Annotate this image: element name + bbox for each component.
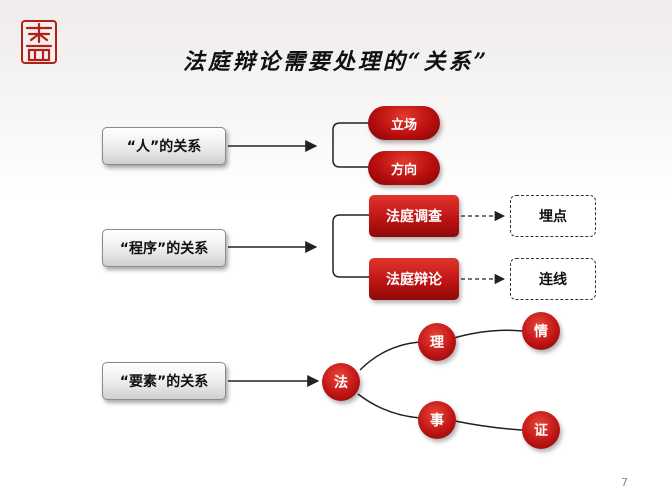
- stance-pill: 立场: [368, 106, 440, 140]
- relation-procedure-label: “程序”的关系: [119, 241, 209, 257]
- page-title: 法庭辩论需要处理的“关系”: [182, 49, 490, 75]
- buried-point-box: 埋点: [510, 195, 596, 237]
- curve-li-qing: [453, 329, 523, 339]
- curve-fa-shi: [357, 393, 421, 419]
- evidence-node: 证: [522, 411, 560, 449]
- court-debate-box: 法庭辩论: [369, 258, 459, 300]
- relation-elements-box: “要素”的关系: [102, 362, 226, 400]
- bracket-procedure: [332, 214, 369, 278]
- relation-elements-label: “要素”的关系: [119, 374, 209, 390]
- emotion-node: 情: [522, 312, 560, 350]
- fact-node: 事: [418, 401, 456, 439]
- connect-line-box: 连线: [510, 258, 596, 300]
- reason-node: 理: [418, 323, 456, 361]
- seal-logo-icon: [21, 20, 57, 64]
- court-investigation-box: 法庭调查: [369, 195, 459, 237]
- relation-people-box: “人”的关系: [102, 127, 226, 165]
- curve-shi-zheng: [454, 420, 523, 431]
- relation-people-label: “人”的关系: [126, 139, 202, 155]
- direction-pill: 方向: [368, 151, 440, 185]
- bracket-people: [332, 122, 370, 168]
- page-number: 7: [621, 476, 628, 489]
- relation-procedure-box: “程序”的关系: [102, 229, 226, 267]
- curve-fa-li: [359, 341, 421, 371]
- law-node: 法: [322, 363, 360, 401]
